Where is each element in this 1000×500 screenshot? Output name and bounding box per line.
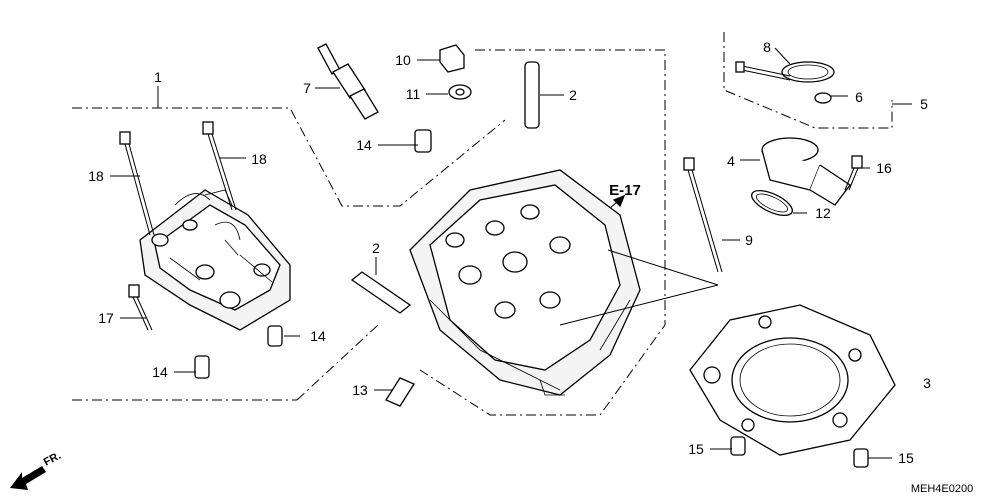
stud-13 xyxy=(385,377,415,407)
stud-2-lower xyxy=(350,271,412,314)
bolt-9 xyxy=(683,157,723,273)
label-14-right: 14 xyxy=(310,328,326,344)
drawing-code: MEH4E0200 xyxy=(911,483,973,495)
screw-8 xyxy=(735,61,791,81)
cylinder-head xyxy=(409,169,641,396)
label-8: 8 xyxy=(763,39,771,55)
label-18-left: 18 xyxy=(88,168,104,184)
label-1: 1 xyxy=(154,69,162,85)
label-16: 16 xyxy=(876,160,892,176)
label-18-right: 18 xyxy=(251,151,267,167)
bolt-18-left xyxy=(119,131,155,236)
label-2-upper: 2 xyxy=(569,87,577,103)
label-3: 3 xyxy=(923,375,931,391)
o-ring-12 xyxy=(751,189,793,217)
group-1-outline xyxy=(72,107,506,207)
label-2-lower: 2 xyxy=(372,240,380,256)
bolt-18-right xyxy=(202,121,237,211)
label-11: 11 xyxy=(406,86,421,102)
cylinder-head-outline xyxy=(419,49,666,416)
group-5-outline xyxy=(723,32,893,129)
label-15-right: 15 xyxy=(898,450,914,466)
label-17: 17 xyxy=(98,310,114,326)
front-arrow-icon xyxy=(10,466,46,490)
dowel-14-c xyxy=(414,129,432,153)
label-10: 10 xyxy=(395,52,411,68)
reference-e17: E-17 xyxy=(609,182,641,199)
leader-lines xyxy=(110,47,892,459)
nut-6 xyxy=(814,92,832,104)
insulator-4 xyxy=(761,137,851,206)
front-indicator: FR. xyxy=(42,450,63,469)
label-15-left: 15 xyxy=(688,441,704,457)
dowel-15-a xyxy=(730,436,746,456)
bolt-17 xyxy=(128,284,153,331)
dowel-15-b xyxy=(853,448,869,468)
cap-nut-10 xyxy=(439,44,465,73)
label-7: 7 xyxy=(303,80,311,96)
label-6: 6 xyxy=(855,89,863,105)
label-4: 4 xyxy=(727,153,735,169)
label-13: 13 xyxy=(352,382,368,398)
group-1-outline-diag xyxy=(296,324,379,401)
cylinder-gasket xyxy=(689,304,896,456)
dowel-14-b xyxy=(194,355,210,379)
label-12: 12 xyxy=(815,205,831,221)
spark-plug xyxy=(317,43,379,120)
label-5: 5 xyxy=(920,96,928,112)
camshaft-holder xyxy=(139,189,291,331)
clamp-band xyxy=(781,61,835,83)
bolt-16 xyxy=(844,155,863,191)
label-14-left: 14 xyxy=(152,364,168,380)
label-14-top: 14 xyxy=(356,137,372,153)
washer-11 xyxy=(448,84,472,100)
dowel-14-a xyxy=(267,325,283,347)
stud-2-upper xyxy=(524,61,540,129)
label-9: 9 xyxy=(745,232,753,248)
